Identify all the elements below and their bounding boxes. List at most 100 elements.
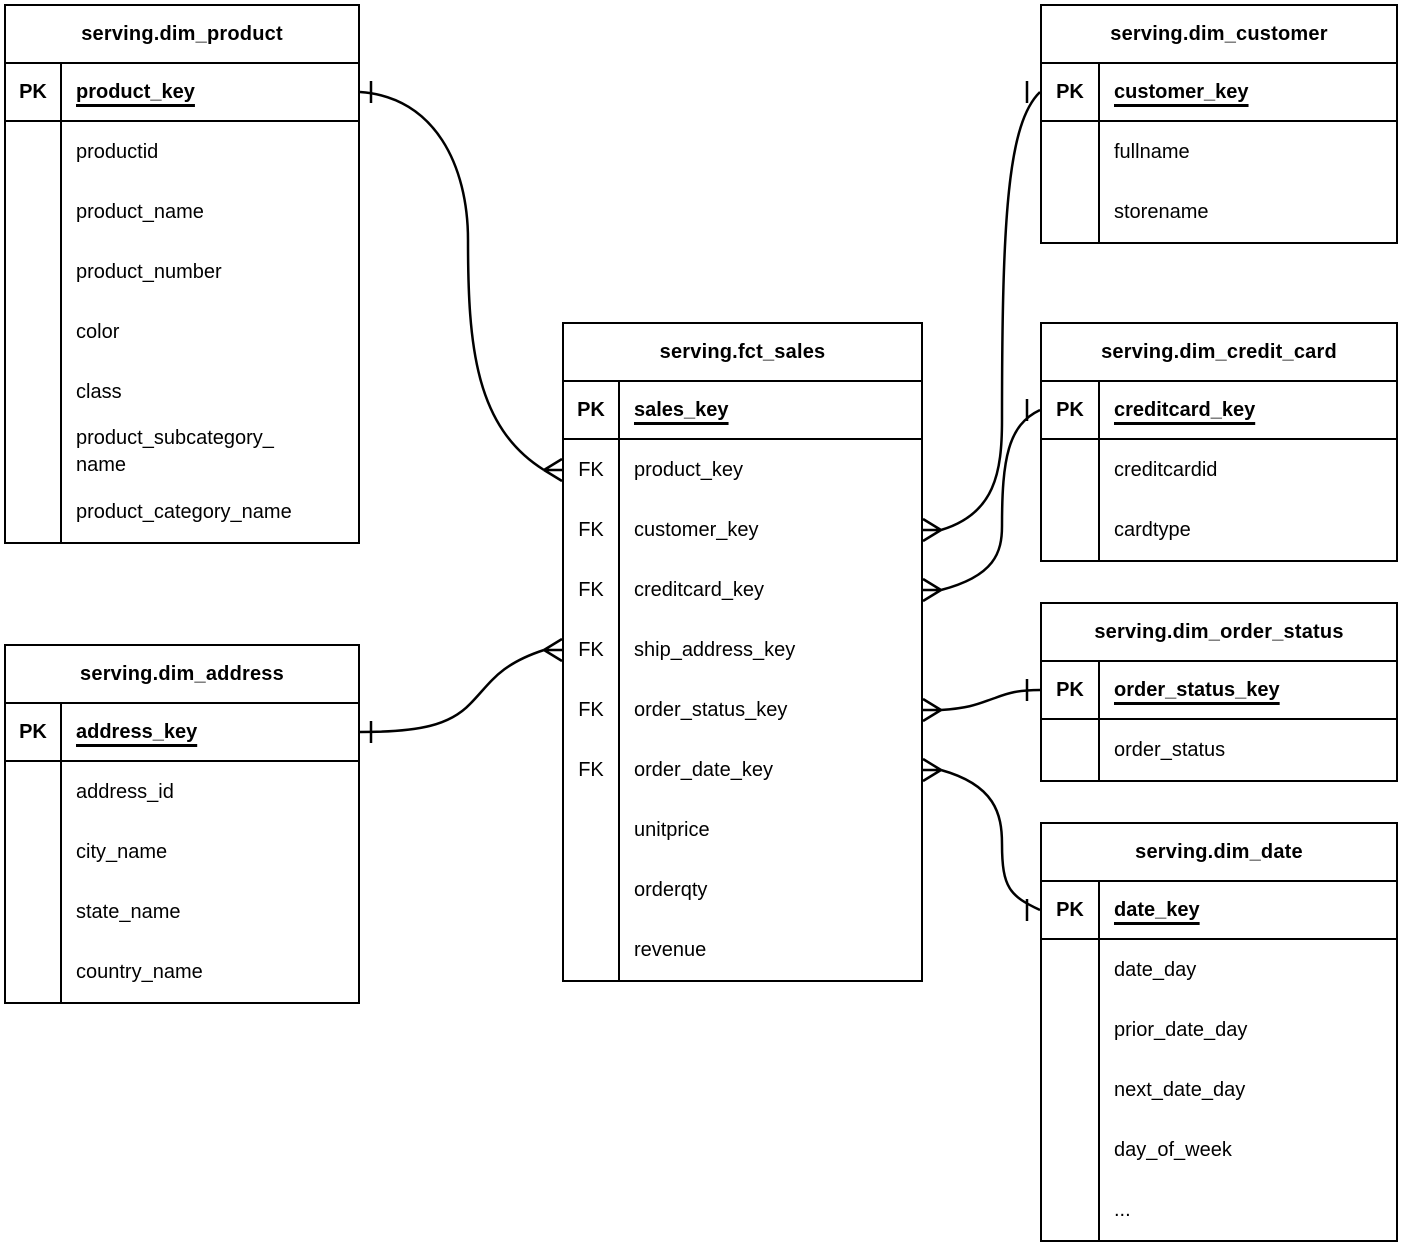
field-name: productid xyxy=(76,140,159,163)
field-row-storename: storename xyxy=(1042,182,1396,242)
field-name: product_category_name xyxy=(76,500,292,523)
fk-badge: FK xyxy=(564,440,620,500)
pk-badge: PK xyxy=(564,382,620,438)
field-name: address_id xyxy=(76,780,174,803)
pk-row-creditcard_key: PK creditcard_key xyxy=(1042,382,1396,440)
key-cell-empty xyxy=(6,762,62,822)
relationship-dim_date-to-fct_sales xyxy=(922,757,1041,921)
key-cell-empty xyxy=(1042,182,1100,242)
pk-field-name: customer_key xyxy=(1114,80,1249,103)
table-title: serving.dim_address xyxy=(6,646,358,704)
field-row-city_name: city_name xyxy=(6,822,358,882)
key-cell-empty xyxy=(1042,1180,1100,1240)
field-name: next_date_day xyxy=(1114,1078,1246,1101)
key-cell-empty xyxy=(564,920,620,980)
fk-badge: FK xyxy=(564,500,620,560)
pk-badge: PK xyxy=(1042,382,1100,438)
field-row-product_name: product_name xyxy=(6,182,358,242)
field-row-color: color xyxy=(6,302,358,362)
field-row-...: ... xyxy=(1042,1180,1396,1240)
pk-badge: PK xyxy=(1042,662,1100,718)
field-name: cardtype xyxy=(1114,518,1191,541)
relationship-line xyxy=(940,688,1041,712)
relationship-dim_order_status-to-fct_sales xyxy=(922,679,1041,723)
field-row-order_status: order_status xyxy=(1042,720,1396,780)
fk-badge: FK xyxy=(564,620,620,680)
key-cell-empty xyxy=(6,942,62,1002)
pk-field-name: date_key xyxy=(1114,898,1200,921)
key-cell-empty xyxy=(6,122,62,182)
key-cell-empty xyxy=(564,860,620,920)
table-title: serving.dim_date xyxy=(1042,824,1396,882)
relationship-line xyxy=(359,648,545,734)
relationship-dim_credit_card-to-fct_sales xyxy=(922,399,1041,603)
field-name: day_of_week xyxy=(1114,1138,1232,1161)
field-name: ship_address_key xyxy=(634,638,796,661)
field-name: order_date_key xyxy=(634,758,773,781)
key-cell-empty xyxy=(1042,940,1100,1000)
field-name: order_status xyxy=(1114,738,1226,761)
field-row-next_date_day: next_date_day xyxy=(1042,1060,1396,1120)
table-title: serving.fct_sales xyxy=(564,324,921,382)
field-row-creditcardid: creditcardid xyxy=(1042,440,1396,500)
pk-field-name: sales_key xyxy=(634,398,729,421)
pk-badge: PK xyxy=(1042,882,1100,938)
field-name: creditcard_key xyxy=(634,578,765,601)
key-cell-empty xyxy=(6,182,62,242)
relationship-line xyxy=(940,91,1041,532)
field-row-product_category_name: product_category_name xyxy=(6,482,358,542)
field-name: fullname xyxy=(1114,140,1190,163)
key-cell-empty xyxy=(564,800,620,860)
key-cell-empty xyxy=(6,822,62,882)
relationship-dim_customer-to-fct_sales xyxy=(922,81,1041,543)
table-title: serving.dim_credit_card xyxy=(1042,324,1396,382)
field-name: ... xyxy=(1114,1198,1131,1221)
field-row-unitprice: unitprice xyxy=(564,800,921,860)
fk-badge: FK xyxy=(564,680,620,740)
pk-row-customer_key: PK customer_key xyxy=(1042,64,1396,122)
key-cell-empty xyxy=(6,242,62,302)
table-title: serving.dim_customer xyxy=(1042,6,1396,64)
many-crows-foot xyxy=(543,457,563,483)
field-row-country_name: country_name xyxy=(6,942,358,1002)
field-name: state_name xyxy=(76,900,181,923)
pk-field-name: creditcard_key xyxy=(1114,398,1256,421)
field-name: product_name xyxy=(76,200,204,223)
key-cell-empty xyxy=(1042,720,1100,780)
field-row-day_of_week: day_of_week xyxy=(1042,1120,1396,1180)
key-cell-empty xyxy=(1042,1060,1100,1120)
key-cell-empty xyxy=(6,302,62,362)
key-cell-empty xyxy=(6,362,62,422)
pk-field-name: address_key xyxy=(76,720,198,743)
field-name: unitprice xyxy=(634,818,710,841)
key-cell-empty xyxy=(6,422,62,482)
key-cell-empty xyxy=(6,882,62,942)
field-name: revenue xyxy=(634,938,707,961)
field-name: class xyxy=(76,380,122,403)
key-cell-empty xyxy=(1042,500,1100,560)
field-row-product_number: product_number xyxy=(6,242,358,302)
relationship-line xyxy=(940,768,1041,912)
field-name: date_day xyxy=(1114,958,1197,981)
pk-badge: PK xyxy=(1042,64,1100,120)
relationship-dim_product-to-fct_sales xyxy=(359,81,563,483)
pk-badge: PK xyxy=(6,704,62,760)
field-row-cardtype: cardtype xyxy=(1042,500,1396,560)
field-row-prior_date_day: prior_date_day xyxy=(1042,1000,1396,1060)
pk-row-sales_key: PK sales_key xyxy=(564,382,921,440)
field-name: storename xyxy=(1114,200,1209,223)
field-row-class: class xyxy=(6,362,358,422)
key-cell-empty xyxy=(6,482,62,542)
